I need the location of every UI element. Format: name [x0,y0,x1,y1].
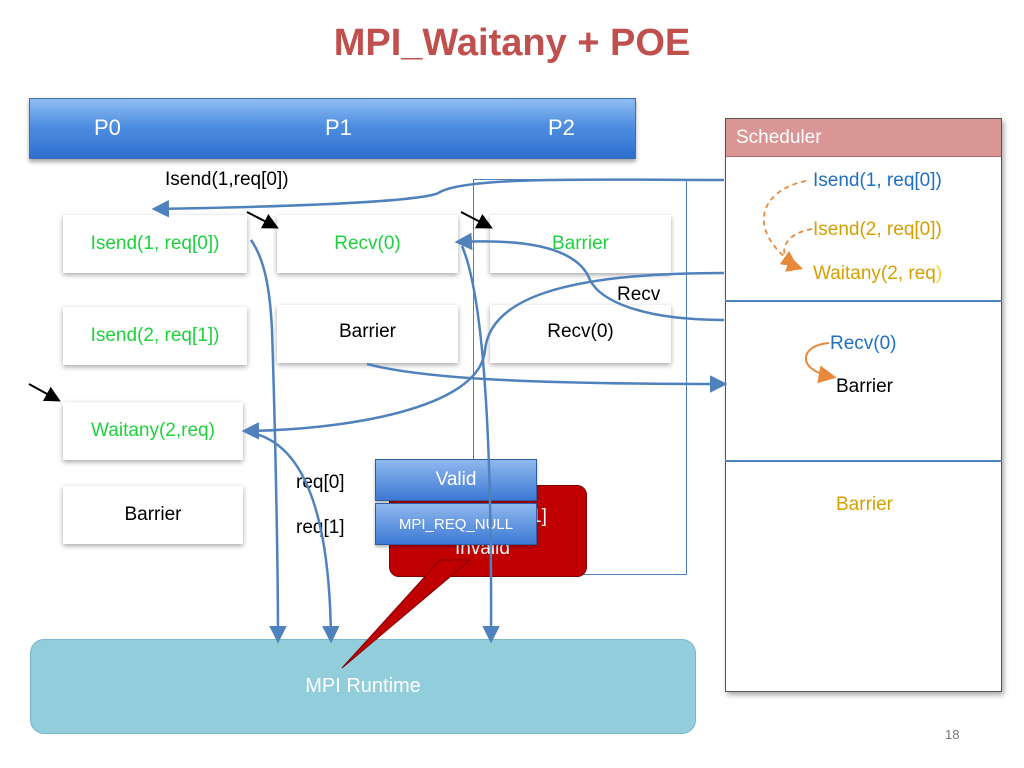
process-header-bar: P0 P1 P2 [29,98,636,159]
process-p0-label: P0 [94,115,121,140]
process-p1-label: P1 [325,115,352,140]
req1-label: req[1] [296,517,345,538]
sched-isend1: Isend(1, req[0]) [813,170,942,191]
req0-label: req[0] [296,472,345,493]
mpi-runtime-box: MPI Runtime [30,639,696,734]
recv-label: Recv [617,284,661,305]
arrow-p0-isend1-to-runtime [249,239,287,644]
p1-recv-card: Recv(0) [277,215,458,273]
req-null-box: MPI_REQ_NULL [375,503,537,545]
p1-barrier-card: Barrier [277,305,458,363]
sched-waitany-end: ) [935,263,943,284]
sched-recv0: Recv(0) [830,333,897,354]
scheduler-divider-1 [725,300,1002,302]
p2-recv-card: Recv(0) [490,305,671,363]
p0-isend2-card: Isend(2, req[1]) [63,307,247,365]
p0-barrier-card: Barrier [63,486,243,544]
p0-isend1-card: Isend(1, req[0]) [63,215,247,273]
scheduler-divider-2 [725,460,1002,462]
sched-waitany-main: Waitany(2, req [813,263,936,284]
sched-waitany: Waitany(2, req) [813,263,942,285]
process-p2-label: P2 [548,115,575,140]
slide-title: MPI_Waitany + POE [333,22,691,64]
pointer-p0-waitany-arrow [28,383,61,402]
sched-barrier1: Barrier [836,376,894,397]
page-number: 18 [945,727,960,742]
p2-barrier-card: Barrier [490,215,671,273]
scheduler-title: Scheduler [726,119,1001,157]
req-valid-box: Valid [375,459,537,501]
pointer-p1-arrow [246,211,279,229]
isend-top-label: Isend(1,req[0]) [165,169,289,190]
p0-waitany-card: Waitany(2,req) [63,402,243,460]
sched-isend2: Isend(2, req[0]) [813,219,942,240]
sched-barrier2: Barrier [836,494,894,515]
scheduler-panel: Scheduler [725,118,1002,692]
